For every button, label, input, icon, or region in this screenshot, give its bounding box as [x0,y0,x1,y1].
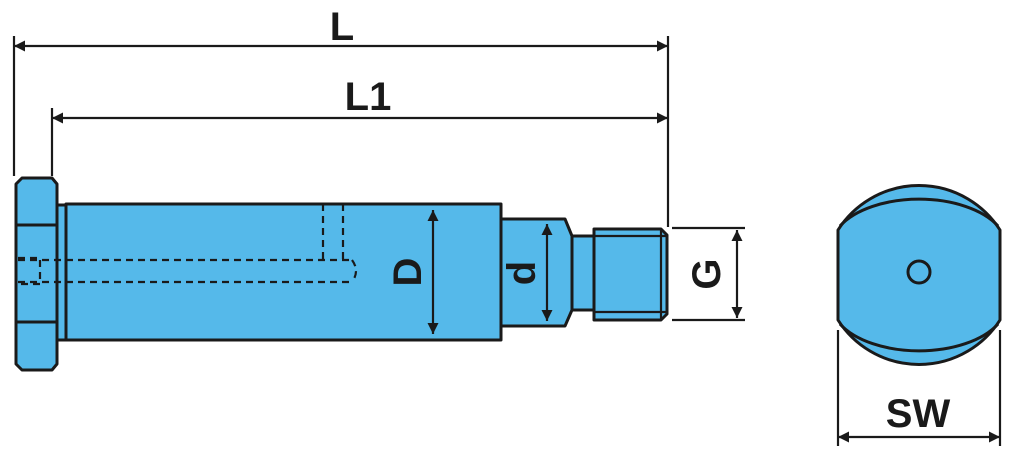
end-view-body [836,184,1002,366]
undercut [570,234,596,312]
lube-bore [906,259,932,285]
label-L: L [330,5,354,49]
end-view-chamfer-arc-bottom [838,322,1000,353]
hidden-channel [18,204,358,284]
label-SW: SW [886,392,951,436]
main-shaft [64,202,503,342]
label-D: D [386,258,430,287]
label-G: G [685,258,729,289]
hex-head [14,176,59,372]
pin-side-view [14,176,669,372]
pin-end-view [836,184,1002,366]
label-d: d [500,261,544,285]
end-view-chamfer-arc-top [838,197,1000,228]
threaded-end [592,227,669,322]
label-L1: L1 [345,75,392,119]
